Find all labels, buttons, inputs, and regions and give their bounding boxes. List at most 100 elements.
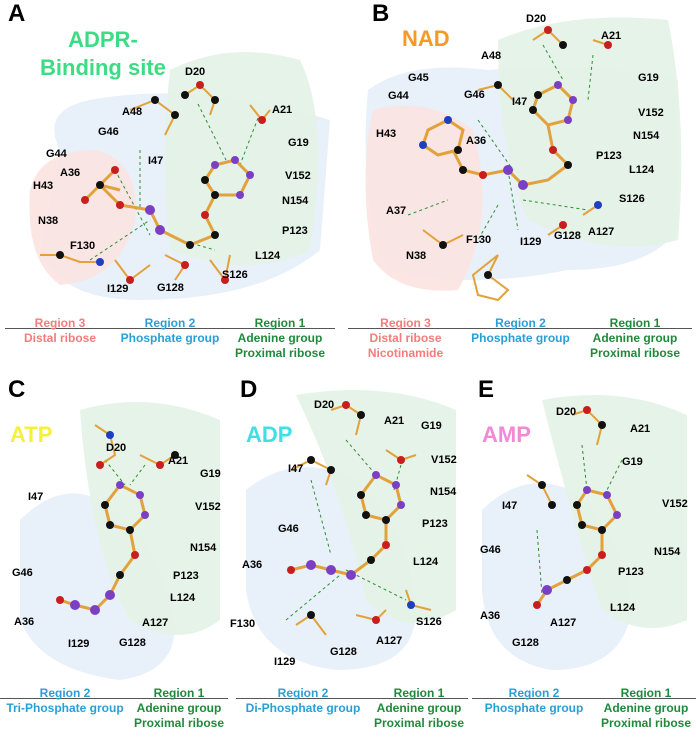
region-1: Region 1 Adenine group Proximal ribose	[578, 316, 692, 361]
residue-label: A36	[480, 610, 501, 622]
residue-label: G46	[98, 126, 119, 138]
panel-a: A ADPR- Binding site D20 A21 A48 G46 I47…	[0, 0, 340, 365]
region-title: Region 1	[393, 686, 445, 700]
residue-label: P123	[282, 225, 308, 237]
residue-label: A36	[14, 616, 35, 628]
region-title: Region 2	[277, 686, 329, 700]
residue-label: I47	[502, 500, 518, 512]
region-desc: Tri-Phosphate group	[6, 701, 124, 715]
region-desc: Adenine group	[136, 701, 222, 715]
region-desc: Phosphate group	[120, 331, 220, 345]
residue-label: G19	[622, 456, 643, 468]
panel-e-ligand-name: AMP	[482, 422, 531, 447]
region-desc: Adenine group	[376, 701, 462, 715]
residue-label: A127	[376, 635, 403, 647]
residue-label: D20	[314, 399, 335, 411]
region-title: Region 2	[508, 686, 560, 700]
region-title: Region 2	[39, 686, 91, 700]
residue-label: I129	[68, 638, 90, 650]
region-1: Region 1 Adenine group Proximal ribose	[370, 686, 468, 731]
residue-label: H43	[376, 128, 397, 140]
region-desc: Nicotinamide	[367, 346, 444, 360]
residue-label: P123	[422, 518, 448, 530]
panel-e-region-legend: Region 2 Phosphate group Region 1 Adenin…	[472, 682, 696, 742]
region-desc: Adenine group	[237, 331, 323, 345]
region-desc: Phosphate group	[471, 331, 570, 345]
panel-d-region-legend: Region 2 Di-Phosphate group Region 1 Ade…	[236, 682, 468, 742]
region-2: Region 2 Phosphate group	[463, 316, 578, 346]
residue-label: N154	[190, 542, 217, 554]
panel-d: D ADP D20 A21 G19 I47 V152 N154 G46 P123…	[230, 370, 468, 734]
residue-label: D20	[526, 13, 547, 25]
residue-label: G19	[288, 137, 309, 149]
residue-label: N154	[430, 486, 457, 498]
residue-label: N38	[406, 250, 427, 262]
region-3: Region 3 Distal ribose Nicotinamide	[348, 316, 463, 361]
panel-e-label: E	[478, 376, 495, 403]
residue-label: A36	[466, 135, 487, 147]
region-title: Region 2	[495, 316, 546, 330]
panel-a-label: A	[8, 0, 26, 27]
panel-b: B NAD D20 A21 A48 G45 G44 G46 I47 G19 V1…	[348, 0, 696, 365]
region-desc: Proximal ribose	[234, 346, 326, 360]
residue-label: G19	[200, 468, 221, 480]
region-title: Region 3	[34, 316, 86, 330]
residue-label: S126	[416, 616, 442, 628]
residue-label: A21	[168, 455, 189, 467]
panel-e-diagram	[482, 395, 687, 670]
residue-label: A37	[386, 205, 407, 217]
residue-label: I47	[28, 491, 44, 503]
panel-c-diagram	[20, 402, 220, 680]
residue-label: G128	[330, 646, 357, 658]
panel-d-diagram	[246, 390, 456, 670]
residue-label: A36	[60, 167, 81, 179]
region-title: Region 1	[153, 686, 205, 700]
residue-label: G46	[278, 523, 299, 535]
region-desc: Proximal ribose	[373, 716, 465, 730]
panel-e: E AMP D20 A21 G19 I47 V152 G46 N154 P123…	[472, 370, 696, 734]
residue-label: L124	[610, 602, 636, 614]
residue-label: D20	[556, 406, 577, 418]
region-title: Region 2	[144, 316, 196, 330]
panel-c-label: C	[8, 376, 26, 403]
panel-b-region-legend: Region 3 Distal ribose Nicotinamide Regi…	[348, 312, 692, 372]
region-2: Region 2 Di-Phosphate group	[236, 686, 370, 716]
residue-label: L124	[170, 592, 196, 604]
residue-label: I129	[520, 236, 542, 248]
region-2: Region 2 Phosphate group	[115, 316, 225, 346]
residue-label: F130	[70, 240, 96, 252]
residue-label: G128	[157, 282, 184, 294]
region-1: Region 1 Adenine group Proximal ribose	[130, 686, 228, 731]
residue-label: I47	[148, 155, 164, 167]
panel-a-diagram	[29, 52, 330, 300]
region-desc: Distal ribose	[23, 331, 97, 345]
region-desc: Proximal ribose	[133, 716, 225, 730]
panel-d-ligand-name: ADP	[246, 422, 293, 447]
residue-label: F130	[230, 618, 256, 630]
residue-label: P123	[596, 150, 622, 162]
region-desc: Di-Phosphate group	[245, 701, 361, 715]
residue-label: P123	[173, 570, 199, 582]
residue-label: G44	[46, 148, 67, 160]
region-title: Region 1	[609, 316, 661, 330]
residue-label: I47	[512, 96, 528, 108]
panel-d-label: D	[240, 376, 258, 403]
panel-c-region-legend: Region 2 Tri-Phosphate group Region 1 Ad…	[0, 682, 228, 742]
residue-label: G19	[421, 420, 442, 432]
residue-label: V152	[431, 454, 457, 466]
region-desc: Proximal ribose	[600, 716, 692, 730]
region-2: Region 2 Phosphate group	[472, 686, 596, 716]
region-title: Region 1	[254, 316, 306, 330]
region-title: Region 3	[380, 316, 431, 330]
residue-label: G46	[12, 567, 33, 579]
residue-label: A127	[588, 226, 615, 238]
residue-label: N154	[654, 546, 681, 558]
residue-label: N154	[282, 195, 309, 207]
residue-label: L124	[629, 164, 655, 176]
residue-label: N154	[633, 130, 660, 142]
residue-label: N38	[38, 215, 59, 227]
region-divider	[5, 328, 335, 329]
panel-a-ligand-name: ADPR- Binding site	[40, 26, 166, 82]
residue-label: A48	[481, 50, 502, 62]
residue-label: G46	[480, 544, 501, 556]
